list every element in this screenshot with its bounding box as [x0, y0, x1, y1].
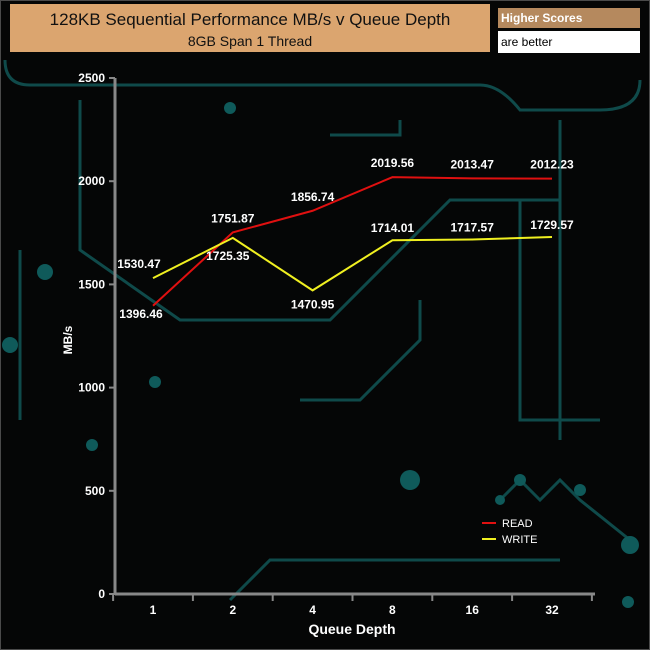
- data-label-read: 2013.47: [451, 157, 495, 171]
- x-tick-label: 8: [389, 603, 396, 617]
- chart-title: 128KB Sequential Performance MB/s v Queu…: [49, 10, 451, 29]
- are-better-label: are better: [498, 31, 640, 53]
- legend-label-read: READ: [502, 518, 533, 530]
- x-tick-label: 32: [545, 603, 559, 617]
- data-label-write: 1725.35: [206, 249, 250, 263]
- y-tick-label: 2000: [78, 174, 105, 188]
- data-label-write: 1714.01: [371, 221, 415, 235]
- y-tick-label: 2500: [78, 71, 105, 85]
- chart-subtitle: 8GB Span 1 Thread: [187, 33, 313, 49]
- x-tick-label: 1: [150, 603, 157, 617]
- title-box: 128KB Sequential Performance MB/s v Queu…: [10, 4, 490, 52]
- x-tick-label: 4: [309, 603, 316, 617]
- data-label-read: 2019.56: [371, 156, 415, 170]
- data-label-read: 1396.46: [119, 307, 163, 321]
- series-line-write: [152, 236, 553, 292]
- series-line-read: [152, 176, 553, 307]
- data-label-write: 1530.47: [117, 257, 161, 271]
- legend-label-write: WRITE: [502, 534, 537, 546]
- data-label-read: 1751.87: [211, 211, 255, 225]
- x-tick-label: 2: [229, 603, 236, 617]
- x-tick-label: 16: [466, 603, 480, 617]
- data-label-write: 1729.57: [530, 218, 574, 232]
- data-label-write: 1717.57: [451, 220, 495, 234]
- higher-scores-label: Higher Scores: [498, 8, 640, 28]
- y-tick-label: 1000: [78, 381, 105, 395]
- y-axis-label: MB/s: [61, 325, 75, 354]
- y-tick-label: 0: [98, 587, 105, 601]
- y-tick-label: 1500: [78, 277, 105, 291]
- x-axis-label: Queue Depth: [308, 621, 395, 637]
- data-label-read: 2012.23: [530, 158, 574, 172]
- data-label-read: 1856.74: [291, 190, 335, 204]
- data-label-write: 1470.95: [291, 297, 335, 311]
- y-tick-label: 500: [85, 484, 105, 498]
